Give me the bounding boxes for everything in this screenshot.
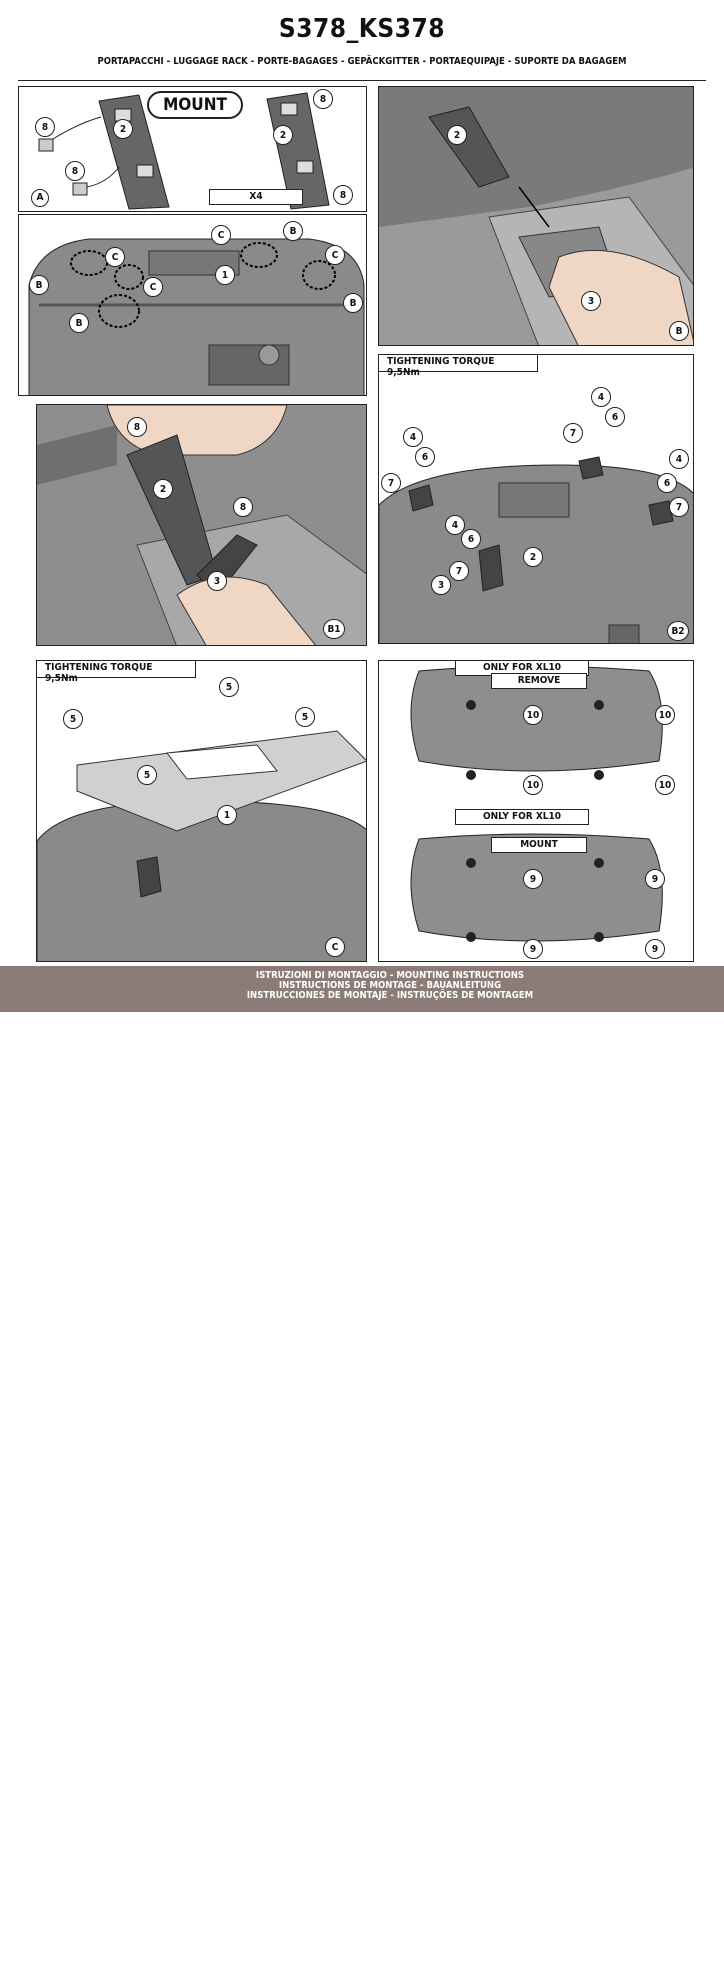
footer-line-1: ISTRUZIONI DI MONTAGGIO - MOUNTING INSTR… <box>255 970 525 981</box>
panel-b1: 8 2 8 3 B1 <box>36 404 367 646</box>
document-title: S378_KS378 <box>278 14 446 44</box>
callout-8: 8 <box>313 89 333 109</box>
callout-1: 1 <box>217 805 237 825</box>
copyright-text: ©Copyright 20/03/2026LF-Rev00 <box>20 1956 140 1965</box>
footer-line-3: INSTRUCCIONES DE MONTAJE - INSTRUÇÕES DE… <box>246 990 534 1001</box>
page-number: 2/2 <box>677 1952 696 1966</box>
callout-2: 2 <box>273 125 293 145</box>
callout-8: 8 <box>35 117 55 137</box>
panel-c-illustration <box>37 730 366 961</box>
step-label: C <box>325 937 345 957</box>
callout-5: 5 <box>63 709 83 729</box>
panel-b2: TIGHTENING TORQUE 9,5Nm 4 6 7 4 6 7 4 6 … <box>378 354 694 644</box>
callout-7: 7 <box>669 497 689 517</box>
callout-c: C <box>325 245 345 265</box>
callout-6: 6 <box>657 473 677 493</box>
callout-10: 10 <box>655 775 675 795</box>
callout-9: 9 <box>645 939 665 959</box>
callout-6: 6 <box>415 447 435 467</box>
callout-9: 9 <box>523 869 543 889</box>
callout-8: 8 <box>333 185 353 205</box>
callout-1: 1 <box>215 265 235 285</box>
callout-b: B <box>343 293 363 313</box>
panel-a-parts: MOUNT 8 2 8 8 2 8 A X4 <box>18 86 367 212</box>
callout-b: B <box>283 221 303 241</box>
callout-6: 6 <box>605 407 625 427</box>
callout-b: B <box>69 313 89 333</box>
panel-b2-illustration <box>379 456 693 643</box>
callout-9: 9 <box>645 869 665 889</box>
quantity-label: X4 <box>209 189 303 205</box>
callout-4: 4 <box>403 427 423 447</box>
callout-10: 10 <box>655 705 675 725</box>
mount-pill-label: MOUNT <box>147 91 243 119</box>
callout-3: 3 <box>431 575 451 595</box>
panel-b-illustration <box>379 87 693 345</box>
callout-4: 4 <box>445 515 465 535</box>
case-top-illustration <box>28 238 365 395</box>
callout-8: 8 <box>65 161 85 181</box>
callout-c: C <box>105 247 125 267</box>
callout-4: 4 <box>669 449 689 469</box>
panel-c: TIGHTENING TORQUE 9,5Nm 5 5 5 5 1 C <box>36 660 367 962</box>
callout-10: 10 <box>523 705 543 725</box>
callout-5: 5 <box>295 707 315 727</box>
callout-7: 7 <box>381 473 401 493</box>
panel-b: 2 3 B <box>378 86 694 346</box>
callout-10: 10 <box>523 775 543 795</box>
callout-2: 2 <box>153 479 173 499</box>
header-divider <box>18 80 706 81</box>
remove-label: REMOVE <box>491 673 587 689</box>
callout-5: 5 <box>137 765 157 785</box>
callout-5: 5 <box>219 677 239 697</box>
only-for-xl10-label: ONLY FOR XL10 <box>455 809 589 825</box>
panel-xl10: ONLY FOR XL10 REMOVE 10 10 10 10 ONLY FO… <box>378 660 694 962</box>
step-label: A <box>31 189 49 207</box>
callout-4: 4 <box>591 387 611 407</box>
step-label: B1 <box>323 619 345 639</box>
panel-b1-illustration <box>37 405 366 645</box>
tightening-torque-label: TIGHTENING TORQUE 9,5Nm <box>379 355 538 378</box>
callout-7: 7 <box>563 423 583 443</box>
callout-c: C <box>143 277 163 297</box>
mount-label: MOUNT <box>491 837 587 853</box>
step-label: B2 <box>667 621 689 641</box>
tightening-torque-label: TIGHTENING TORQUE 9,5Nm <box>37 661 196 684</box>
callout-8: 8 <box>233 497 253 517</box>
callout-c: C <box>211 225 231 245</box>
callout-2: 2 <box>523 547 543 567</box>
callout-2: 2 <box>447 125 467 145</box>
callout-9: 9 <box>523 939 543 959</box>
callout-3: 3 <box>581 291 601 311</box>
callout-6: 6 <box>461 529 481 549</box>
step-label: B <box>669 321 689 341</box>
callout-7: 7 <box>449 561 469 581</box>
callout-b: B <box>29 275 49 295</box>
callout-3: 3 <box>207 571 227 591</box>
panel-case-overview: C B C B C B B C B 1 <box>18 214 367 396</box>
document-subtitle: PORTAPACCHI - LUGGAGE RACK - PORTE-BAGAG… <box>97 56 627 67</box>
footer-bar: ISTRUZIONI DI MONTAGGIO - MOUNTING INSTR… <box>0 966 724 1966</box>
footer-line-2: INSTRUCTIONS DE MONTAGE - BAUANLEITUNG <box>278 980 502 991</box>
callout-8: 8 <box>127 417 147 437</box>
callout-2: 2 <box>113 119 133 139</box>
